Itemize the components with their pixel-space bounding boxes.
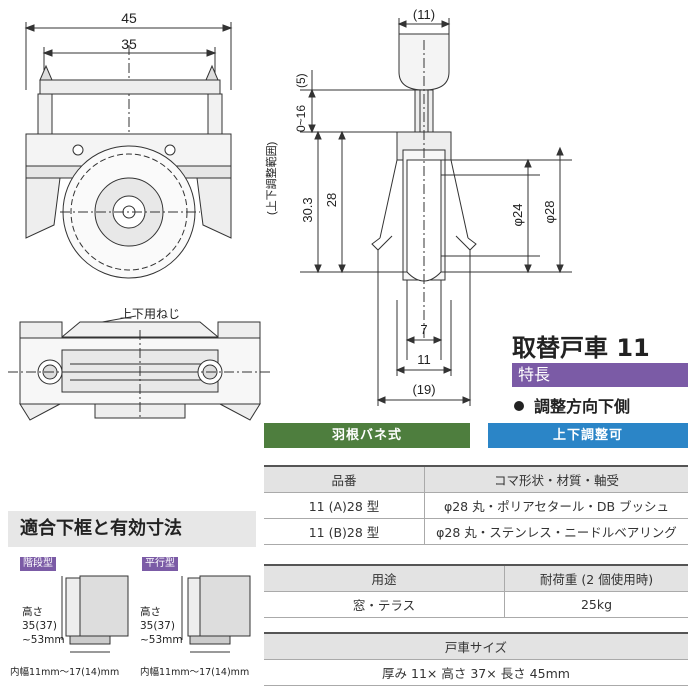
size-value: 厚み 11× 高さ 37× 長さ 45mm <box>264 659 688 686</box>
dim-adj-range: 0~16 <box>294 105 308 132</box>
table-row: 11 (A)28 型 φ28 丸・ポリアセタール・DB ブッシュ <box>264 492 688 519</box>
badge-parallel: 平行型 <box>142 557 178 571</box>
dim-35: 35 <box>121 36 137 52</box>
inner-width-parallel: 内幅11mm～17(14)mm <box>140 667 250 678</box>
dim-adj-5: (5) <box>294 73 308 88</box>
header-size: 戸車サイズ <box>264 632 688 660</box>
fitting-diagram-stepped <box>61 575 129 653</box>
dim-top-11: (11) <box>413 7 435 22</box>
header-use: 用途 <box>264 564 505 592</box>
dim-phi24: φ24 <box>510 204 525 227</box>
dim-11: 11 <box>417 352 431 367</box>
use-table: 用途 耐荷重 (2 個使用時) 窓・テラス 25kg <box>264 564 688 618</box>
wheel-spec: φ28 丸・ステンレス・ニードルベアリング <box>424 518 688 545</box>
product-title: 取替戸車 11 <box>512 334 650 362</box>
dim-7: 7 <box>420 322 427 337</box>
dim-30-3: 30.3 <box>300 197 315 222</box>
table-row: 厚み 11× 高さ 37× 長さ 45mm <box>264 659 688 686</box>
features-label: 特長 <box>512 363 688 387</box>
header-load: 耐荷重 (2 個使用時) <box>504 564 688 592</box>
bullet-icon <box>514 400 524 411</box>
spec-table: 品番 コマ形状・材質・軸受 11 (A)28 型 φ28 丸・ポリアセタール・D… <box>264 465 688 545</box>
front-view <box>24 22 233 279</box>
feature-text: 調整方向下側 <box>534 397 631 416</box>
dim-19: (19) <box>412 382 435 397</box>
table-row: 窓・テラス 25kg <box>264 591 688 618</box>
adjust-range-note: (上下調整範囲) <box>264 142 278 215</box>
header-part-number: 品番 <box>264 465 425 493</box>
adjustable-tag: 上下調整可 <box>488 423 688 448</box>
side-view <box>300 18 572 406</box>
load-value: 25kg <box>504 591 688 618</box>
table-row: 11 (B)28 型 φ28 丸・ステンレス・ニードルベアリング <box>264 518 688 545</box>
use-value: 窓・テラス <box>264 591 505 618</box>
part-number: 11 (B)28 型 <box>264 518 425 545</box>
badge-stepped: 階段型 <box>20 557 56 571</box>
dim-28: 28 <box>324 193 339 207</box>
size-table: 戸車サイズ 厚み 11× 高さ 37× 長さ 45mm <box>264 632 688 686</box>
dim-45: 45 <box>121 10 137 26</box>
bottom-view <box>8 315 272 421</box>
part-number: 11 (A)28 型 <box>264 492 425 519</box>
feature-item: 調整方向下側 <box>514 393 630 417</box>
dim-phi28: φ28 <box>542 201 557 224</box>
spring-type-tag: 羽根バネ式 <box>264 423 470 448</box>
fitting-title: 適合下框と有効寸法 <box>8 511 256 547</box>
fitting-diagram-parallel <box>181 575 251 653</box>
height-label-parallel: 高さ 35(37) ~53mm <box>140 606 183 646</box>
thread-label: 上下用ねじ <box>120 307 180 321</box>
inner-width-stepped: 内幅11mm～17(14)mm <box>10 667 120 678</box>
height-label-stepped: 高さ 35(37) ~53mm <box>22 606 65 646</box>
wheel-spec: φ28 丸・ポリアセタール・DB ブッシュ <box>424 492 688 519</box>
header-wheel-spec: コマ形状・材質・軸受 <box>424 465 688 493</box>
